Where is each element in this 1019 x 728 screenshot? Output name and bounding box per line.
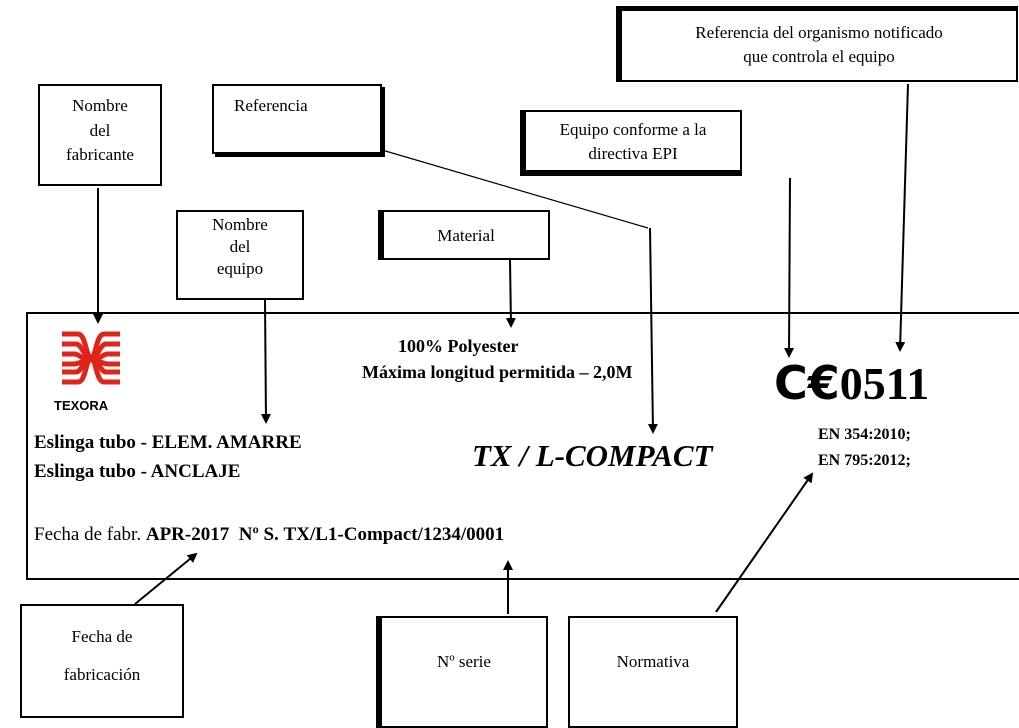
callout-text: que controla el equipo [743,46,895,66]
arrow-manufacture-date [134,552,198,605]
callout-epi-conformity: Equipo conforme a la directiva EPI [520,110,742,176]
arrow-notified-body [895,83,909,352]
callout-standards: Normativa [568,616,738,728]
callout-text: Equipo conforme a la [559,120,707,139]
callout-text: del [229,236,251,256]
standard-2: EN 795:2012; [818,452,911,469]
model-name: TX / L-COMPACT [472,438,713,473]
standard-1: EN 354:2010; [818,426,911,443]
arrow-standards [715,472,814,613]
notified-body-number: 0511 [839,358,930,409]
ce-mark: C€0511 [774,360,929,407]
arrow-equipment-name [260,299,271,424]
date-label: Fecha de fabr. [34,524,142,545]
callout-text: Nombre [212,215,268,234]
date-value: APR-2017 [145,524,230,545]
material-text: 100% Polyester [398,336,519,356]
serial-label: Nº S. [238,524,279,545]
callout-text: Nombre [72,96,128,115]
callout-manufacture-date: Fecha de fabricación [20,604,184,718]
brand-name: TEXORA [54,398,109,413]
arrow-model [647,227,658,434]
product-line-2: Eslinga tubo - ANCLAJE [34,461,241,482]
callout-reference: Referencia [212,84,382,154]
product-line-1: Eslinga tubo - ELEM. AMARRE [34,432,302,453]
callout-text: Material [437,226,495,245]
callout-text: Nº serie [437,652,491,671]
callout-text: fabricación [63,665,141,685]
callout-material: Material [378,210,550,260]
max-length-text: Máxima longitud permitida – 2,0M [362,362,633,382]
callout-text: fabricante [66,145,134,165]
callout-notified-body: Referencia del organismo notificado que … [616,6,1018,82]
product-label: TEXORA 100% Polyester Máxima longitud pe… [26,312,1019,580]
callout-text: Fecha de [71,627,133,646]
arrow-material [505,259,516,328]
texora-logo-icon [62,331,120,385]
serial-value: TX/L1-Compact/1234/0001 [283,524,505,545]
callout-text: Normativa [616,652,690,671]
callout-text: del [89,120,111,140]
ce-symbol: C€ [774,356,840,410]
callout-text: Referencia [234,96,308,115]
arrow-epi-conformity [784,177,795,358]
callout-manufacturer-name: Nombre del fabricante [38,84,162,186]
callout-text: equipo [216,258,264,278]
leader-reference [381,149,649,229]
callout-serial-number: Nº serie [376,616,548,728]
manufacture-info: Fecha de fabr. APR-2017 Nº S. TX/L1-Comp… [34,524,504,546]
callout-text: directiva EPI [588,143,678,163]
callout-text: Referencia del organismo notificado [695,23,943,42]
callout-equipment-name: Nombre del equipo [176,210,304,300]
